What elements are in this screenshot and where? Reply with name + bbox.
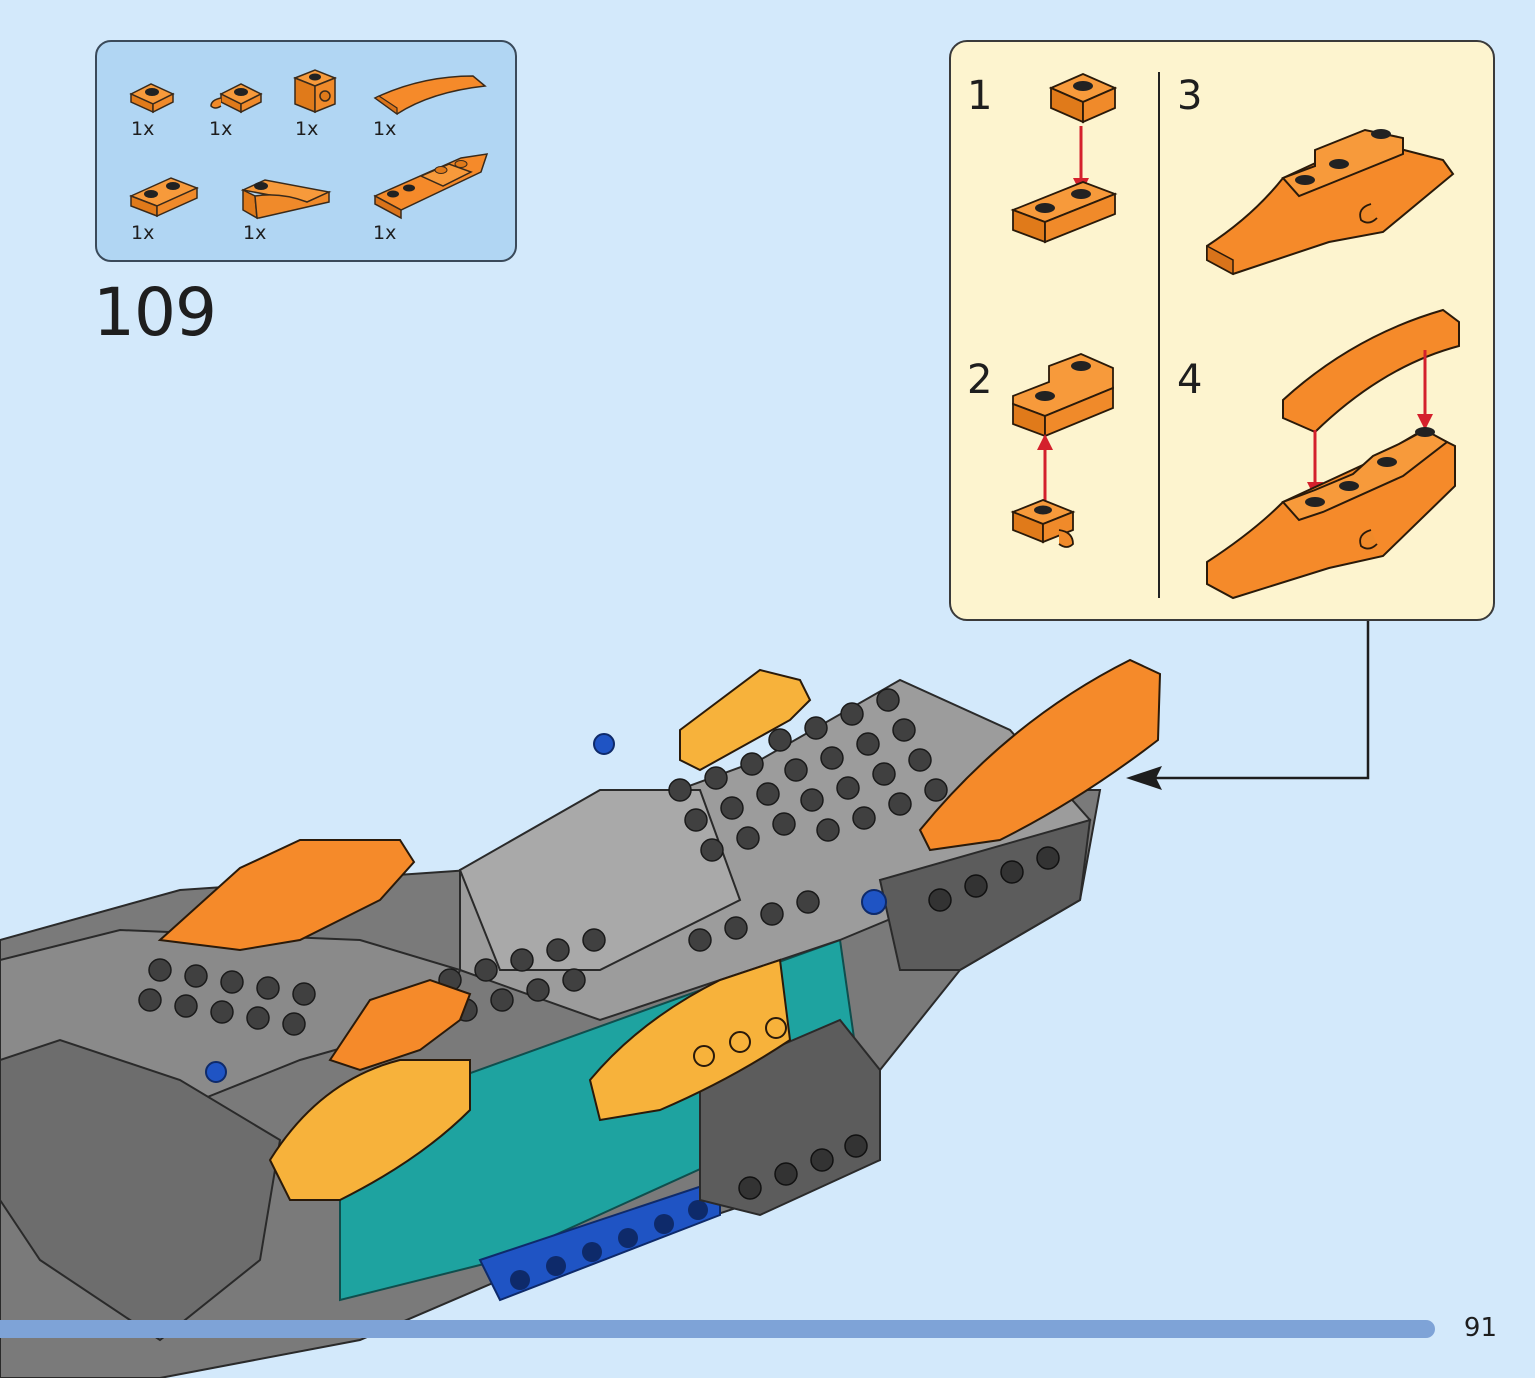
- sub-step-divider: [1158, 72, 1160, 598]
- sub-step-number: 1: [967, 73, 993, 119]
- wedge-plate-studs-orange-icon: [371, 146, 491, 220]
- main-model-illustration: [0, 658, 1162, 1378]
- sub-step-4-illustration: [1206, 308, 1460, 600]
- sub-step-1-illustration: [1010, 73, 1118, 244]
- plate-clip-orange-icon: [207, 80, 263, 114]
- sub-step-number: 2: [967, 357, 993, 403]
- part-qty: 1x: [373, 118, 397, 140]
- sub-step-3-illustration: [1206, 128, 1455, 276]
- part-qty: 1x: [209, 118, 233, 140]
- brick-1x1-stud-side-orange-icon: [293, 66, 339, 116]
- plate-1x1-orange-icon: [129, 80, 175, 114]
- part-qty: 1x: [131, 118, 155, 140]
- sub-step-number: 4: [1177, 357, 1203, 403]
- progress-bar: [0, 1320, 1435, 1338]
- parts-list-panel: 1x 1x 1x 1x: [95, 40, 517, 262]
- sub-assembly-panel: 1 2 3 4: [949, 40, 1495, 621]
- plate-1x2-orange-icon: [129, 174, 199, 220]
- wedge-slope-orange-icon: [241, 172, 333, 222]
- part-qty: 1x: [243, 222, 267, 244]
- sub-step-number: 3: [1177, 73, 1203, 119]
- page-number: 91: [1463, 1313, 1497, 1343]
- step-number: 109: [93, 274, 217, 351]
- part-qty: 1x: [373, 222, 397, 244]
- curved-slope-orange-icon: [371, 72, 489, 118]
- part-qty: 1x: [131, 222, 155, 244]
- part-qty: 1x: [295, 118, 319, 140]
- sub-step-2-illustration: [1010, 353, 1114, 548]
